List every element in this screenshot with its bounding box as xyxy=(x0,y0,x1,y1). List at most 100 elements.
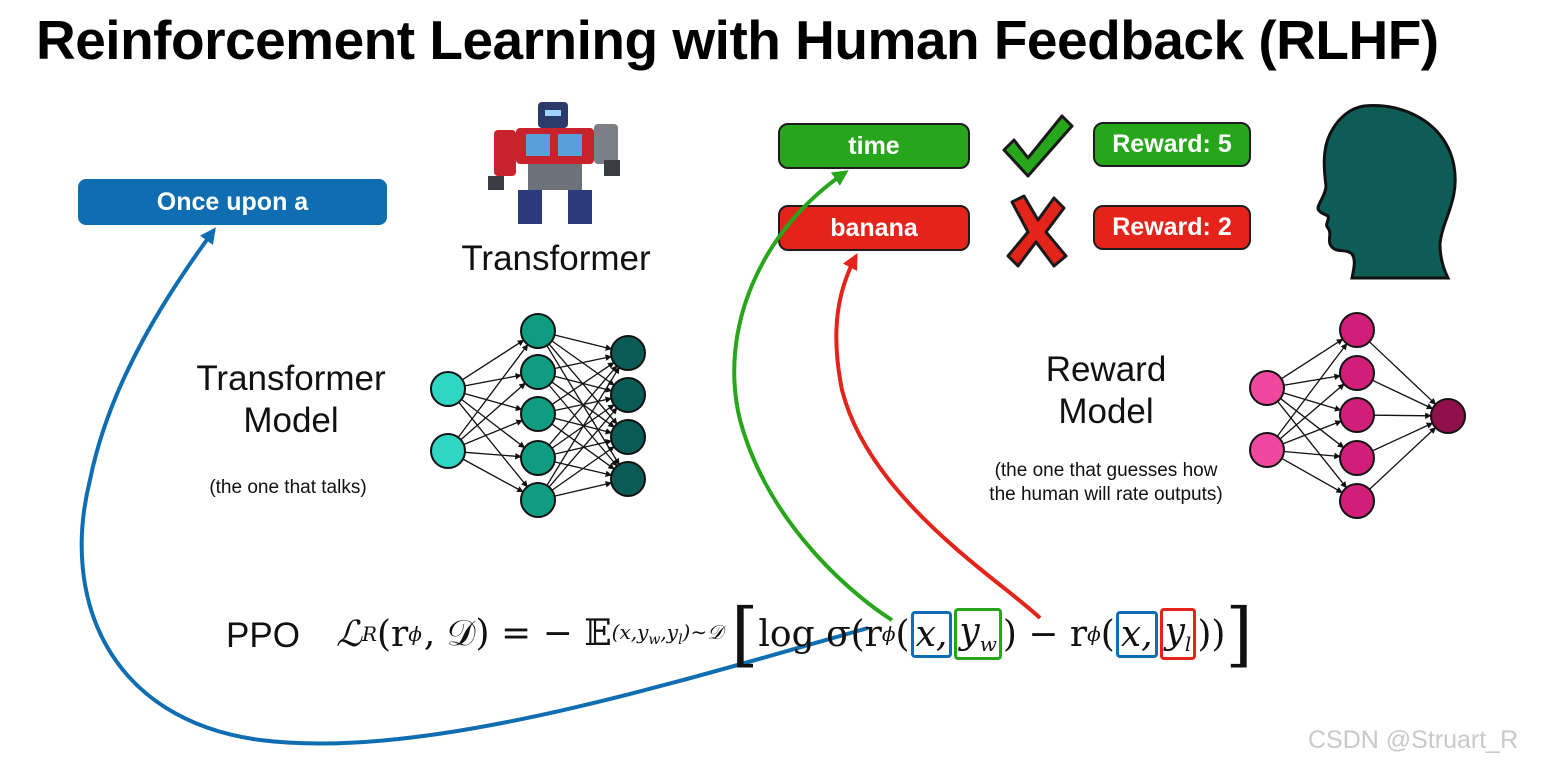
transformer-node-layer1 xyxy=(520,354,556,390)
transformer-edge xyxy=(554,481,613,497)
prompt-pill: Once upon a xyxy=(78,179,387,225)
reward-model-label-line1: Reward xyxy=(1045,350,1167,389)
formula-close-bracket: ] xyxy=(1225,593,1253,675)
robot-image xyxy=(488,102,620,224)
reward-edge xyxy=(1372,379,1434,410)
reward-node-layer1 xyxy=(1339,355,1375,391)
transformer-node-layer1 xyxy=(520,396,556,432)
transformer-edge xyxy=(462,458,524,493)
transformer-edge xyxy=(464,392,523,412)
formula-paren-2: ( xyxy=(1100,613,1115,655)
transformer-node-layer2 xyxy=(610,461,646,497)
transformer-note: (the one that talks) xyxy=(209,477,367,498)
reward-edge xyxy=(1279,383,1345,440)
formula-box-x-2: x, xyxy=(1115,610,1158,658)
reward-edge xyxy=(1283,450,1341,460)
transformer-edge xyxy=(457,344,529,438)
reward-edge xyxy=(1283,373,1341,386)
formula-y-l: y xyxy=(1164,611,1185,653)
formula-box-yw: yw xyxy=(954,608,1002,660)
ppo-label: PPO xyxy=(226,616,300,655)
transformer-edge xyxy=(551,361,615,406)
formula-paren: ( xyxy=(895,613,910,655)
candidate-token-time: time xyxy=(778,123,970,169)
formula-expect-l: l xyxy=(678,632,683,648)
reward-badge-2: Reward: 2 xyxy=(1093,205,1251,250)
transformer-node-layer0 xyxy=(430,433,466,469)
reward-model-note-line2: the human will rate outputs) xyxy=(989,484,1223,505)
reward-badge-5: Reward: 5 xyxy=(1093,122,1251,167)
transformer-node-layer0 xyxy=(430,371,466,407)
transformer-node-layer1 xyxy=(520,313,556,349)
transformer-edge xyxy=(551,446,615,491)
formula-x-1: x, xyxy=(915,613,948,655)
transformer-edge xyxy=(551,423,615,470)
transformer-label: Transformer xyxy=(461,239,651,278)
transformer-model-label-line1: Transformer xyxy=(196,359,386,398)
transformer-edge xyxy=(548,407,618,488)
transformer-edge xyxy=(461,398,526,449)
formula-log-sigma: log σ(r xyxy=(758,613,882,655)
arrow-to-banana xyxy=(834,253,1042,620)
transformer-node-layer2 xyxy=(610,335,646,371)
formula-close: )) xyxy=(1197,613,1226,655)
reward-model-label: Reward Model xyxy=(996,349,1216,433)
formula-minus-r: ) − r xyxy=(1002,613,1088,655)
reward-edge xyxy=(1277,400,1347,489)
reward-node-layer1 xyxy=(1339,397,1375,433)
arrow-to-prompt xyxy=(79,227,869,746)
transformer-edge xyxy=(464,451,522,460)
page-title: Reinforcement Learning with Human Feedba… xyxy=(36,9,1439,71)
reward-model-note: (the one that guesses how the human will… xyxy=(958,459,1254,507)
check-icon xyxy=(1002,114,1074,178)
transformer-model-label: Transformer Model xyxy=(160,358,422,442)
transformer-edge xyxy=(458,401,528,488)
transformer-node-layer1 xyxy=(520,440,556,476)
reward-node-layer1 xyxy=(1339,483,1375,519)
watermark: CSDN @Struart_R xyxy=(1308,726,1519,754)
formula-box-x-1: x, xyxy=(910,610,953,658)
transformer-edge xyxy=(548,365,618,446)
formula-phi-3: ϕ xyxy=(1087,622,1101,646)
cross-icon xyxy=(1006,194,1068,268)
formula-loss-sub: R xyxy=(361,622,377,646)
formula-phi-1: ϕ xyxy=(408,622,422,646)
formula-expect-sub: (x,y xyxy=(611,620,649,644)
reward-edge xyxy=(1368,427,1437,490)
reward-model-note-line1: (the one that guesses how xyxy=(994,460,1218,481)
transformer-node-layer2 xyxy=(610,377,646,413)
transformer-edge xyxy=(546,366,620,486)
transformer-node-layer1 xyxy=(520,482,556,518)
reward-edge xyxy=(1281,457,1343,494)
reward-edge xyxy=(1373,412,1432,419)
reward-edge xyxy=(1372,422,1434,452)
reward-edge xyxy=(1280,338,1344,380)
formula-expect-comma: ,y xyxy=(660,620,679,644)
formula-open-bracket: [ xyxy=(731,593,759,675)
reward-model-label-line2: Model xyxy=(1058,392,1154,431)
reward-node-layer2 xyxy=(1430,398,1466,434)
candidate-token-banana: banana xyxy=(778,205,970,251)
transformer-edge xyxy=(554,396,613,412)
formula-lhs-rest: , 𝒟) = − 𝔼 xyxy=(423,613,612,654)
transformer-model-label-line2: Model xyxy=(243,401,339,440)
reward-edge xyxy=(1368,341,1437,405)
arrow-to-time xyxy=(732,170,894,622)
formula-phi-2: ϕ xyxy=(881,622,896,646)
formula-lhs-args: (r xyxy=(377,613,409,655)
formula-x-2: x, xyxy=(1120,613,1153,655)
reward-node-layer0 xyxy=(1249,432,1285,468)
formula-y-w: y xyxy=(959,611,980,653)
reward-edge xyxy=(1276,343,1348,437)
reward-edge xyxy=(1280,397,1345,449)
reward-node-layer0 xyxy=(1249,370,1285,406)
transformer-edge xyxy=(461,339,525,381)
transformer-edge xyxy=(554,354,613,370)
reward-edge xyxy=(1283,392,1342,412)
transformer-edge xyxy=(554,334,613,351)
transformer-edge xyxy=(464,373,522,387)
transformer-node-layer2 xyxy=(610,419,646,455)
formula-expect-w: w xyxy=(648,632,661,648)
